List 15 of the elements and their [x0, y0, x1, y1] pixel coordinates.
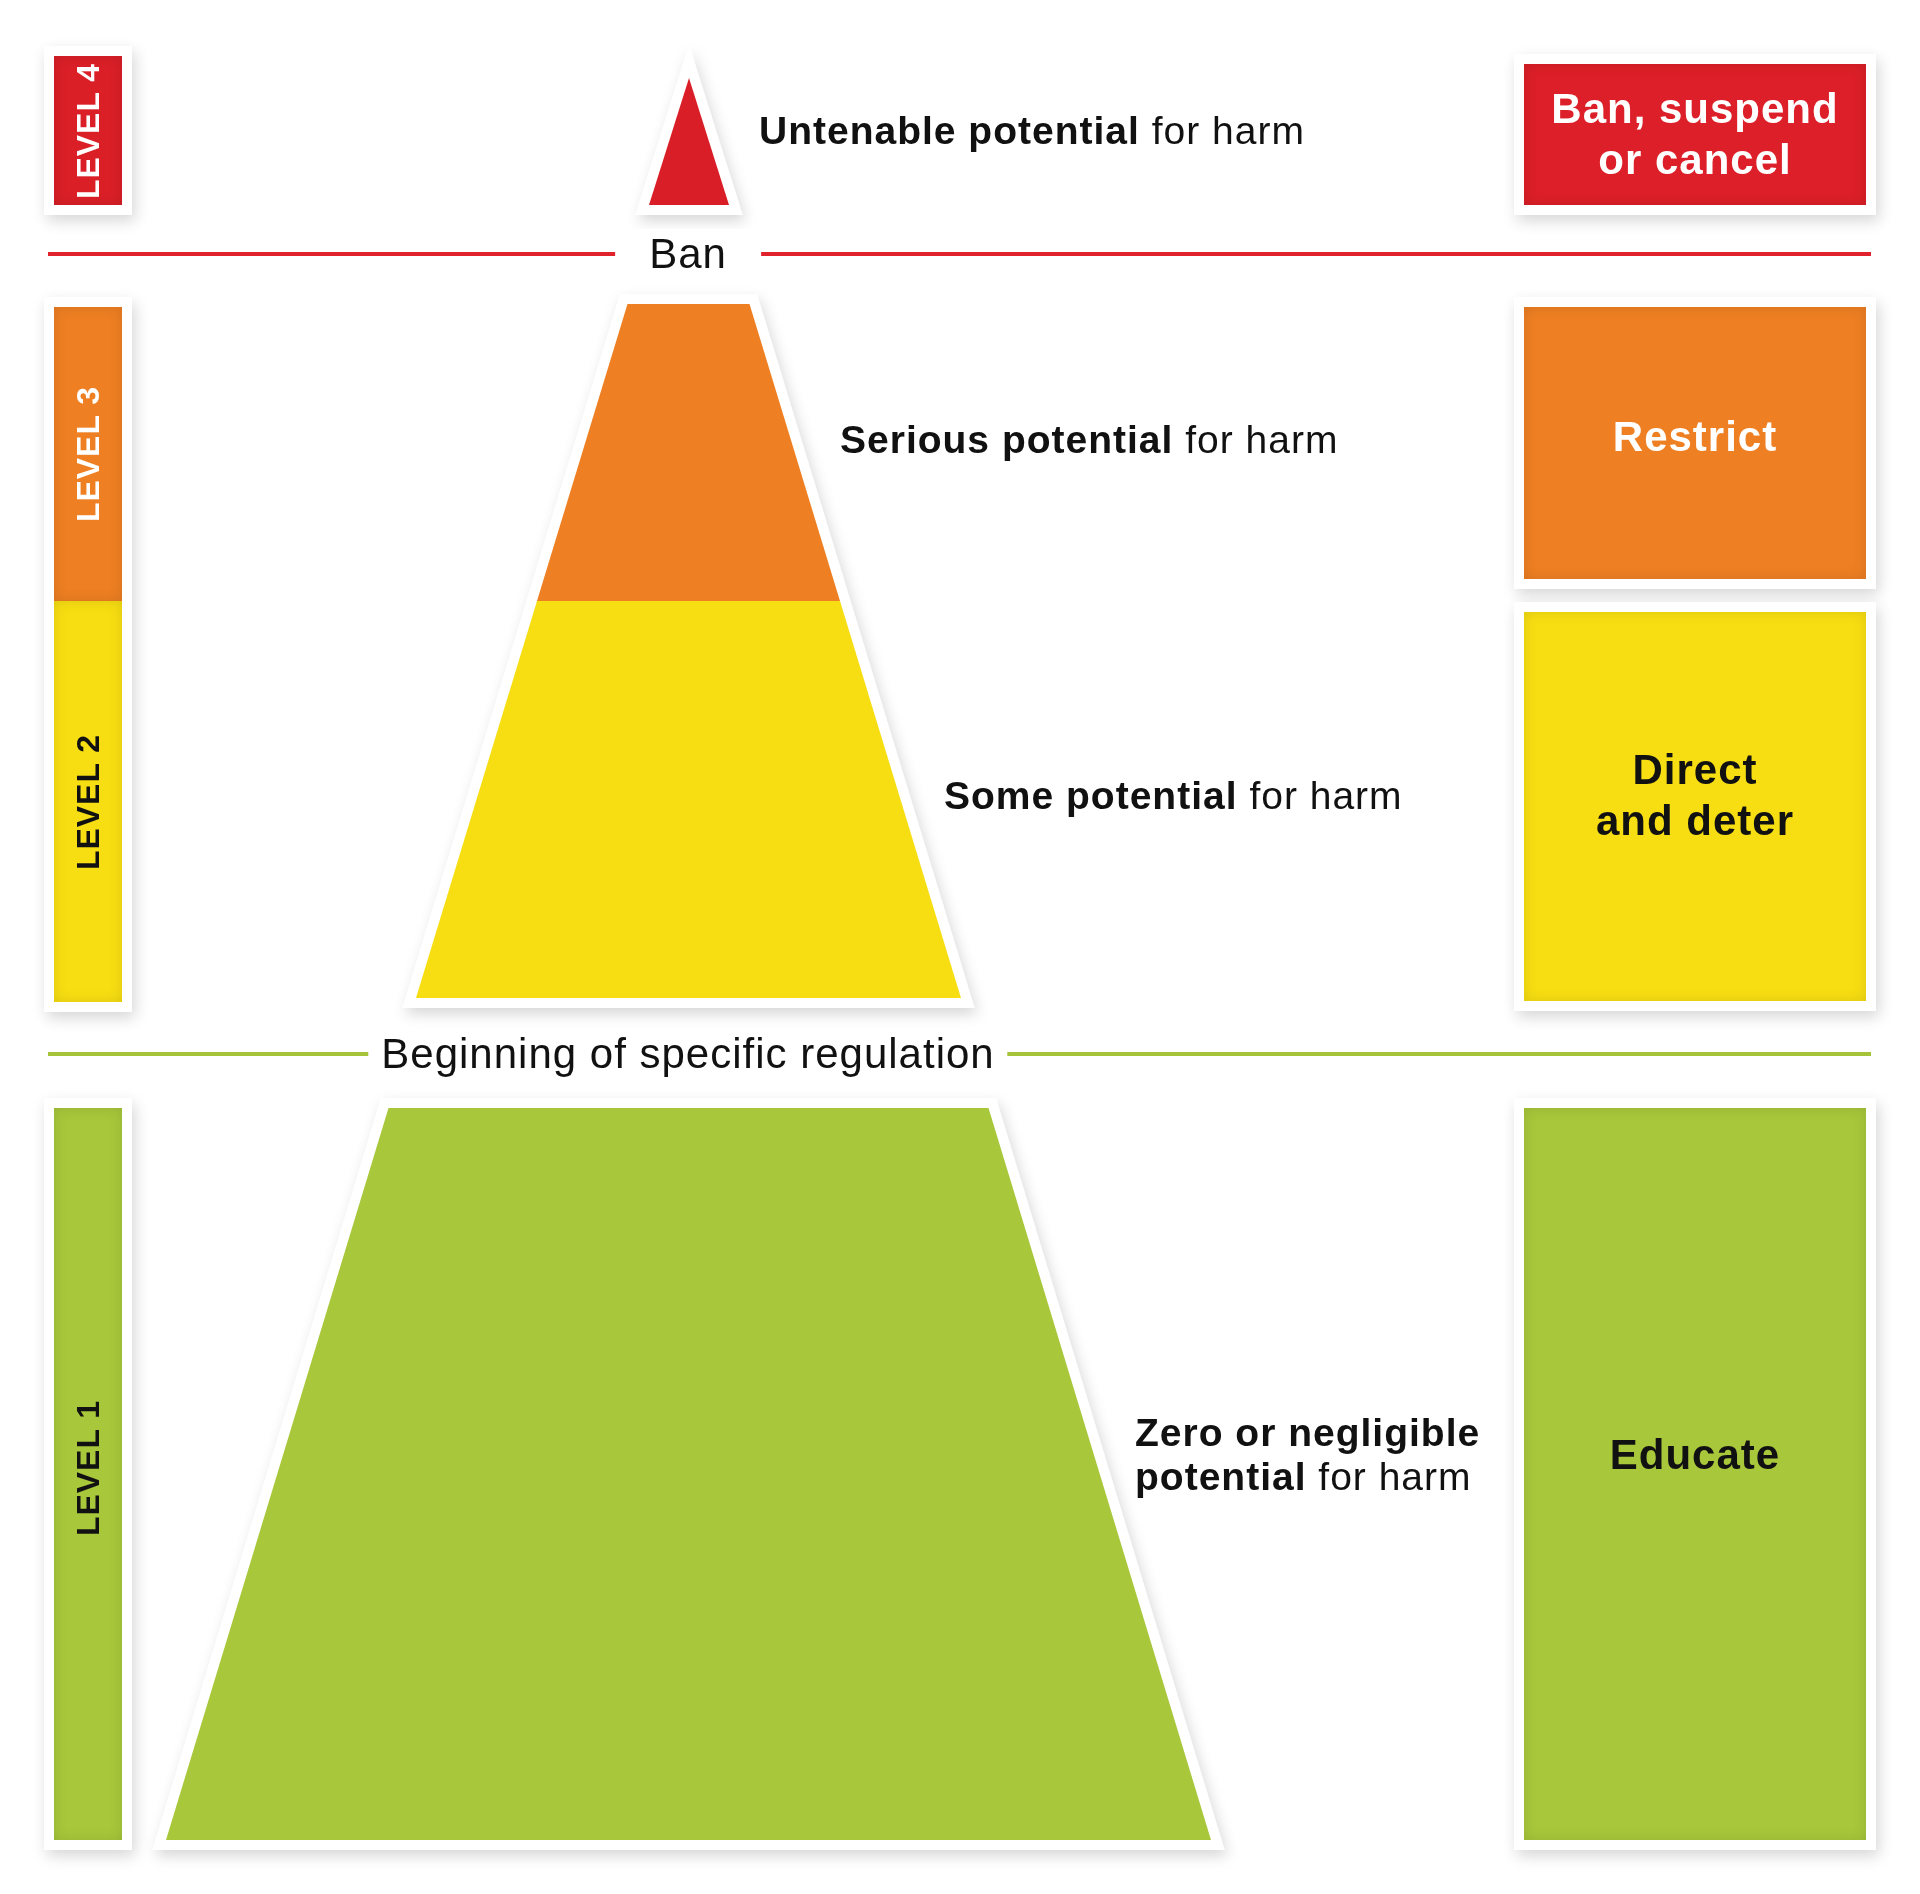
tier-caption: Serious potential for harm: [840, 418, 1340, 462]
level-label: LEVEL 4: [72, 62, 104, 199]
action-label: Ban, suspend or cancel: [1550, 84, 1840, 185]
tier-caption: Zero or negligible potential for harm: [1135, 1411, 1482, 1499]
tier-caption: Some potential for harm: [944, 774, 1404, 818]
pyramid-tier: [649, 78, 729, 205]
level-label: LEVEL 3: [72, 385, 104, 523]
action-label: Restrict: [1612, 411, 1778, 462]
action-label: Direct and deter: [1594, 745, 1795, 846]
tier-caption: Untenable potential for harm: [759, 109, 1306, 153]
level-label: LEVEL 1: [72, 1399, 104, 1537]
level-bar: [54, 601, 122, 1002]
level-bar: [54, 307, 122, 601]
action-label: Educate: [1609, 1429, 1781, 1480]
level-label: LEVEL 2: [72, 733, 104, 870]
